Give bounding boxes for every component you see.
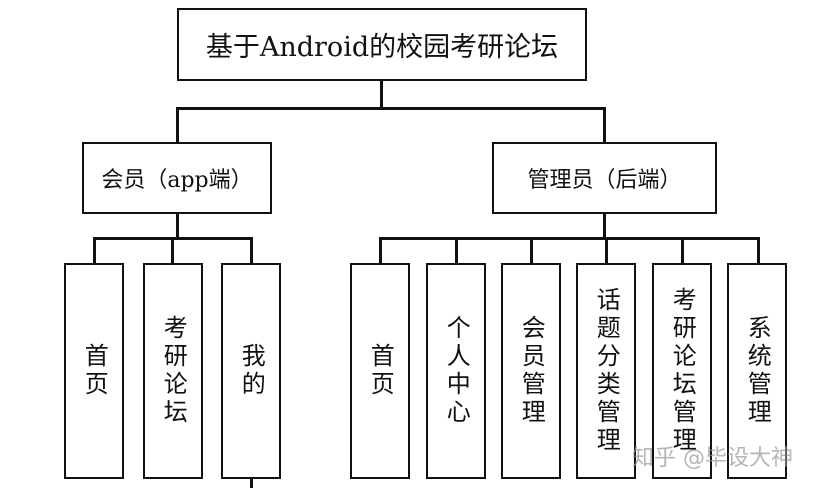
- member-child-forum: 考研论坛: [143, 263, 203, 479]
- connector-member-child-2: [171, 237, 174, 264]
- member-child-label: 考研论坛: [159, 315, 188, 427]
- connector-member-child-3: [250, 237, 253, 264]
- connector-admin-bus: [379, 237, 760, 240]
- connector-member-down: [176, 213, 179, 239]
- root-node: 基于Android的校园考研论坛: [177, 8, 587, 81]
- connector-admin-child-6: [757, 237, 760, 264]
- connector-admin-down: [603, 213, 606, 239]
- member-child-label: 我的: [237, 343, 266, 399]
- admin-node: 管理员（后端）: [492, 142, 717, 214]
- connector-member-tail: [250, 478, 253, 488]
- admin-child-label: 话题分类管理: [592, 287, 621, 455]
- admin-child-label: 个人中心: [442, 315, 471, 427]
- connector-root-down: [380, 80, 383, 108]
- connector-member-up: [176, 107, 179, 143]
- connector-admin-child-5: [681, 237, 684, 264]
- root-title: 基于Android的校园考研论坛: [205, 32, 559, 63]
- admin-child-system-mgmt: 系统管理: [727, 263, 787, 479]
- connector-top-bus: [176, 107, 606, 110]
- admin-child-profile: 个人中心: [426, 263, 486, 479]
- admin-node-label: 管理员（后端）: [527, 168, 682, 193]
- admin-child-label: 考研论坛管理: [668, 287, 697, 455]
- member-child-mine: 我的: [221, 263, 281, 479]
- admin-child-home: 首页: [350, 263, 410, 479]
- admin-child-topic-mgmt: 话题分类管理: [576, 263, 636, 479]
- member-child-home: 首页: [64, 263, 124, 479]
- admin-child-label: 首页: [366, 343, 395, 399]
- connector-member-child-1: [93, 237, 96, 264]
- connector-admin-child-3: [530, 237, 533, 264]
- connector-admin-up: [603, 107, 606, 143]
- admin-child-label: 系统管理: [743, 315, 772, 427]
- watermark: 知乎 @毕设大神: [632, 446, 793, 471]
- admin-child-forum-mgmt: 考研论坛管理: [652, 263, 712, 479]
- admin-child-member-mgmt: 会员管理: [501, 263, 561, 479]
- connector-admin-child-4: [605, 237, 608, 264]
- member-node: 会员（app端）: [82, 142, 272, 214]
- connector-admin-child-2: [455, 237, 458, 264]
- admin-child-label: 会员管理: [517, 315, 546, 427]
- connector-admin-child-1: [379, 237, 382, 264]
- member-child-label: 首页: [80, 343, 109, 399]
- member-node-label: 会员（app端）: [101, 168, 253, 193]
